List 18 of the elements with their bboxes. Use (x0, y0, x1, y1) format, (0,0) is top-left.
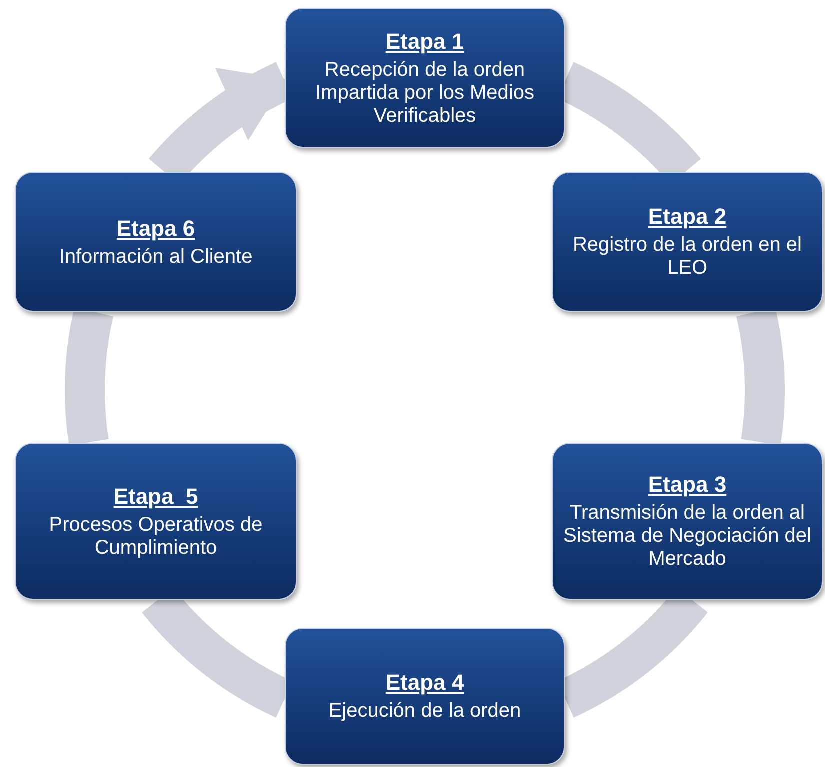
stage-title: Etapa 4 (386, 670, 464, 696)
stage-title: Etapa 3 (648, 472, 727, 498)
stage-title: Etapa 1 (386, 28, 464, 54)
stage-box (552, 443, 823, 600)
stage-description: Información al Cliente (59, 246, 253, 268)
stage-description: Recepción de la orden Impartida por los Medios Verificables (314, 58, 536, 128)
stage-box (552, 172, 823, 312)
stage-title: Etapa 2 (648, 204, 727, 230)
stage-description: Procesos Operativos de Cumplimiento (48, 514, 264, 560)
stage-box (15, 443, 297, 600)
stage-box (285, 628, 565, 765)
stage-box (285, 8, 565, 148)
stage-box (15, 172, 297, 312)
stage-title: Etapa 6 (116, 216, 196, 242)
stage-description: Ejecución de la orden (328, 700, 522, 723)
stage-description: Registro de la orden en el LEO (572, 234, 804, 280)
stage-description: Transmisión de la orden al Sistema de Negociación del Mercado (563, 502, 812, 571)
stage-title: Etapa 5 (114, 484, 198, 510)
